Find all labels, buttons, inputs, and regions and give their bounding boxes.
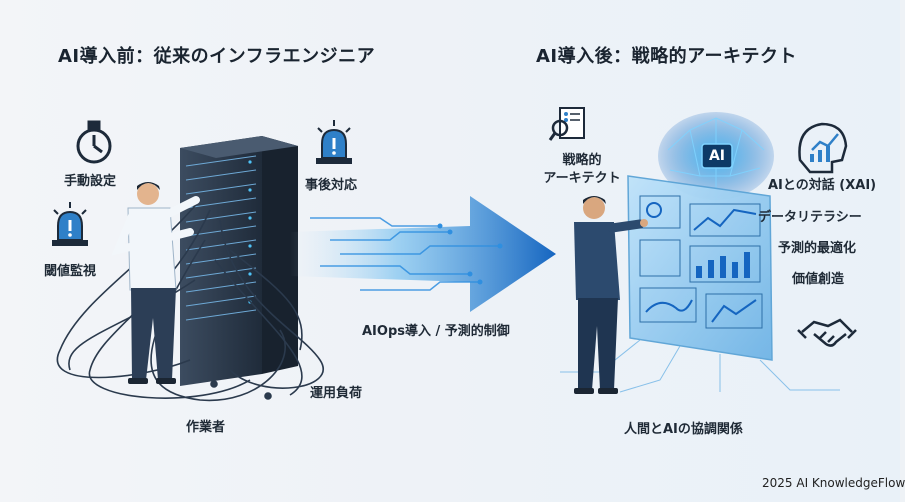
ai-brain xyxy=(658,112,774,200)
incident-response-label: 事後対応 xyxy=(305,178,358,193)
dashboard-screen xyxy=(560,175,840,393)
alarm-light-icon xyxy=(52,202,88,246)
ai-chip-text: AI xyxy=(708,148,726,164)
worker-label: 作業者 xyxy=(186,420,226,435)
server-rack xyxy=(180,136,298,386)
handshake-icon xyxy=(797,318,857,347)
threshold-monitoring-label: 閾値監視 xyxy=(44,264,97,279)
aiops-label: AIOps導入 / 予測的制御 xyxy=(362,324,510,339)
data-literacy-label: データリテラシー xyxy=(758,210,862,225)
incident-alarm-icon xyxy=(316,120,352,164)
human-ai-collaboration-label: 人間とAIの協調関係 xyxy=(624,422,743,437)
predictive-optimization-label: 予測的最適化 xyxy=(778,241,857,256)
manual-setup-label: 手動設定 xyxy=(64,174,117,189)
left-title: AI導入前：従来のインフラエンジニア xyxy=(58,46,376,67)
analytics-search-icon xyxy=(548,107,585,141)
architect-label: 戦略的 アーキテクト xyxy=(543,153,621,186)
xai-dialogue-label: AIとの対話 (XAI) xyxy=(768,178,877,193)
architect-figure xyxy=(574,196,648,394)
worker-figure xyxy=(111,182,200,384)
stopwatch-icon xyxy=(76,120,112,164)
value-creation-label: 価値創造 xyxy=(792,272,845,287)
right-title: AI導入後：戦略的アーキテクト xyxy=(536,46,798,67)
operational-load-label: 運用負荷 xyxy=(310,386,363,401)
growth-mind-icon xyxy=(798,122,848,174)
transition-arrow xyxy=(290,196,556,312)
footer-credit: 2025 AI KnowledgeFlow xyxy=(762,476,905,490)
